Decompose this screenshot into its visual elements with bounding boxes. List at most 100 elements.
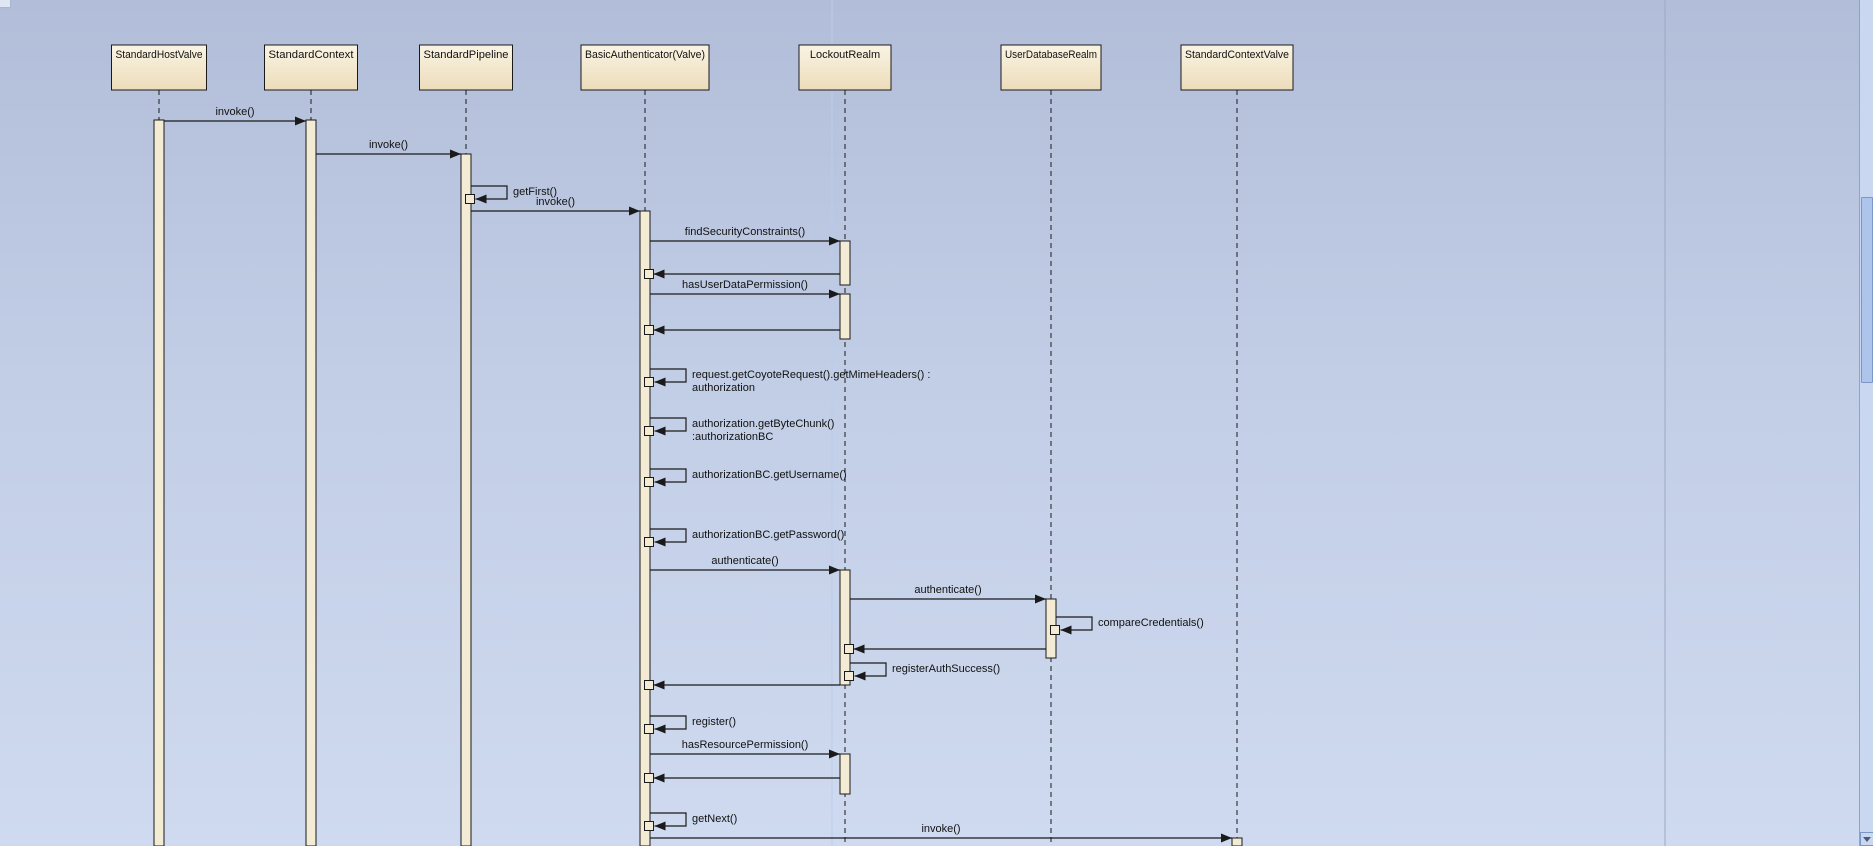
arrowhead bbox=[653, 680, 665, 690]
message-label: getFirst() bbox=[513, 186, 557, 198]
return-marker bbox=[644, 477, 654, 487]
message-label: findSecurityConstraints() bbox=[685, 226, 805, 238]
arrowhead bbox=[854, 671, 866, 681]
message-label: invoke() bbox=[215, 106, 254, 118]
lifeline-head-1[interactable]: StandardContext bbox=[264, 44, 358, 91]
arrowhead bbox=[653, 325, 665, 335]
return-marker bbox=[465, 194, 475, 204]
arrowhead bbox=[829, 236, 840, 246]
arrowhead bbox=[1060, 625, 1072, 635]
arrowhead bbox=[829, 565, 840, 575]
message-authorizationbc-getusername[interactable]: authorizationBC.getUsername() bbox=[644, 468, 847, 487]
activation-bar[interactable] bbox=[839, 293, 851, 340]
arrowhead bbox=[654, 426, 666, 436]
vertical-scrollbar[interactable] bbox=[1859, 0, 1873, 846]
lifeline-head-4[interactable]: LockoutRealm bbox=[798, 44, 892, 91]
activation-bar[interactable] bbox=[1231, 837, 1243, 846]
return-marker bbox=[1050, 625, 1060, 635]
lifeline-name: StandardHostValve bbox=[116, 49, 203, 61]
message-getfirst[interactable]: getFirst() bbox=[465, 185, 558, 204]
arrowhead bbox=[295, 116, 306, 126]
message-request-getcoyoterequest-getmimeheaders[interactable]: request.getCoyoteRequest().getMimeHeader… bbox=[644, 368, 931, 394]
message-return[interactable] bbox=[644, 269, 841, 279]
arrowhead bbox=[853, 644, 865, 654]
arrowhead bbox=[829, 749, 840, 759]
arrowhead bbox=[1221, 833, 1232, 843]
arrowhead bbox=[654, 377, 666, 387]
message-register[interactable]: register() bbox=[644, 715, 737, 734]
message-invoke[interactable]: invoke() bbox=[471, 196, 640, 216]
lifeline-head-2[interactable]: StandardPipeline bbox=[419, 44, 513, 91]
message-invoke[interactable]: invoke() bbox=[316, 139, 461, 159]
arrowhead bbox=[629, 206, 640, 216]
message-return[interactable] bbox=[844, 644, 1047, 654]
arrowhead bbox=[654, 537, 666, 547]
return-marker bbox=[644, 773, 654, 783]
return-marker bbox=[644, 821, 654, 831]
arrowhead bbox=[653, 773, 665, 783]
message-label: authorization.getByteChunk() bbox=[692, 418, 834, 430]
arrowhead bbox=[829, 289, 840, 299]
message-return[interactable] bbox=[644, 680, 841, 690]
lifeline-name: BasicAuthenticator(Valve) bbox=[585, 49, 705, 61]
scrollbar-thumb[interactable] bbox=[1861, 197, 1873, 383]
message-authenticate[interactable]: authenticate() bbox=[850, 584, 1046, 604]
canvas-corner-artifact bbox=[0, 0, 11, 8]
arrowhead bbox=[654, 477, 666, 487]
message-registerauthsuccess[interactable]: registerAuthSuccess() bbox=[844, 662, 1001, 681]
message-label: :authorizationBC bbox=[692, 431, 773, 443]
activation-bar[interactable] bbox=[639, 210, 651, 846]
message-label: authorization bbox=[692, 382, 755, 394]
arrowhead bbox=[654, 821, 666, 831]
message-label: registerAuthSuccess() bbox=[892, 663, 1000, 675]
lifeline-head-6[interactable]: StandardContextValve bbox=[1180, 44, 1294, 91]
message-authenticate[interactable]: authenticate() bbox=[650, 555, 840, 575]
activation-bar[interactable] bbox=[460, 153, 472, 846]
lifeline-name: StandardPipeline bbox=[424, 49, 509, 61]
lifeline-name: LockoutRealm bbox=[810, 49, 880, 61]
return-marker bbox=[844, 644, 854, 654]
message-findsecurityconstraints[interactable]: findSecurityConstraints() bbox=[650, 226, 840, 246]
message-invoke[interactable]: invoke() bbox=[164, 106, 306, 126]
message-label: compareCredentials() bbox=[1098, 617, 1204, 629]
message-getnext[interactable]: getNext() bbox=[644, 812, 738, 831]
lifeline-name: StandardContext bbox=[269, 49, 354, 61]
message-return[interactable] bbox=[644, 325, 841, 335]
message-return[interactable] bbox=[644, 773, 841, 783]
activation-bar[interactable] bbox=[153, 119, 165, 846]
message-invoke[interactable]: invoke() bbox=[650, 823, 1232, 843]
lifeline-head-3[interactable]: BasicAuthenticator(Valve) bbox=[580, 44, 710, 91]
arrowhead bbox=[450, 149, 461, 159]
return-marker bbox=[644, 426, 654, 436]
message-label: authorizationBC.getUsername() bbox=[692, 469, 847, 481]
message-label: invoke() bbox=[369, 139, 408, 151]
return-marker bbox=[644, 537, 654, 547]
activation-bar[interactable] bbox=[839, 240, 851, 286]
arrowhead bbox=[653, 269, 665, 279]
arrowhead bbox=[654, 724, 666, 734]
message-label: authenticate() bbox=[711, 555, 778, 567]
lifeline-head-0[interactable]: StandardHostValve bbox=[111, 44, 207, 91]
activation-bar[interactable] bbox=[839, 569, 851, 686]
message-comparecredentials[interactable]: compareCredentials() bbox=[1050, 616, 1204, 635]
message-hasuserdatapermission[interactable]: hasUserDataPermission() bbox=[650, 279, 840, 299]
return-marker bbox=[644, 377, 654, 387]
message-label: invoke() bbox=[921, 823, 960, 835]
activation-bar[interactable] bbox=[305, 119, 317, 846]
return-marker bbox=[644, 325, 654, 335]
message-authorizationbc-getpassword[interactable]: authorizationBC.getPassword() bbox=[644, 528, 845, 547]
return-marker bbox=[644, 680, 654, 690]
activation-bar[interactable] bbox=[839, 753, 851, 795]
return-marker bbox=[844, 671, 854, 681]
lifeline-head-5[interactable]: UserDatabaseRealm bbox=[1000, 44, 1102, 91]
message-label: hasUserDataPermission() bbox=[682, 279, 808, 291]
message-authorization-getbytechunk[interactable]: authorization.getByteChunk():authorizati… bbox=[644, 417, 835, 443]
return-marker bbox=[644, 724, 654, 734]
lifeline-name: StandardContextValve bbox=[1185, 49, 1289, 61]
message-label: invoke() bbox=[536, 196, 575, 208]
message-hasresourcepermission[interactable]: hasResourcePermission() bbox=[650, 739, 840, 759]
scrollbar-down-button[interactable] bbox=[1860, 832, 1873, 846]
message-label: authenticate() bbox=[914, 584, 981, 596]
